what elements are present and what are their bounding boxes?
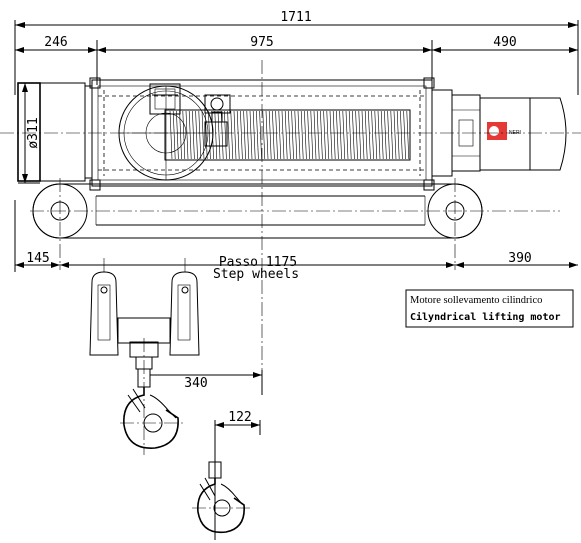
dim-left-wheel-label: 145 xyxy=(26,251,49,266)
left-wheel xyxy=(32,178,88,270)
dim-left-overhang-label: 246 xyxy=(44,35,67,50)
rope-groove xyxy=(371,110,374,160)
dimension-overall: 1711 xyxy=(14,10,579,95)
note-line-english: Cilyndrical lifting motor xyxy=(410,311,561,323)
rope-groove xyxy=(262,110,266,160)
rope-groove xyxy=(275,110,278,160)
rope-groove xyxy=(214,110,218,160)
rope-groove xyxy=(336,110,339,160)
rope-groove xyxy=(316,110,320,160)
rope-groove xyxy=(307,110,310,160)
rope-groove xyxy=(259,110,262,160)
dimension-small-hook: 122 xyxy=(214,410,261,540)
rope-groove xyxy=(393,110,397,160)
dim-small-hook-label: 122 xyxy=(228,410,251,425)
rope-groove xyxy=(192,110,195,160)
rope-groove xyxy=(339,110,342,160)
note-line-italian: Motore sollevamento cilindrico xyxy=(410,295,542,306)
rope-groove xyxy=(179,110,182,160)
wheelbase-label-it: Passo 1175 xyxy=(219,255,297,270)
rope-groove xyxy=(384,110,387,160)
rope-groove xyxy=(182,110,186,160)
dimension-row-bottom: 145 Passo 1175 Step wheels 390 xyxy=(14,200,578,282)
dim-motor-length-label: 490 xyxy=(493,35,516,50)
rope-groove xyxy=(396,110,400,160)
rope-groove xyxy=(284,110,288,160)
rope-drum xyxy=(164,109,411,161)
rope-groove xyxy=(243,110,246,160)
rope-groove xyxy=(265,110,269,160)
motor-note: Motore sollevamento cilindrico Cilyndric… xyxy=(405,289,574,328)
rope-groove xyxy=(233,110,237,160)
rope-groove xyxy=(281,110,285,160)
rope-groove xyxy=(268,110,272,160)
rope-groove xyxy=(329,110,333,160)
rope-groove xyxy=(387,110,390,160)
rope-groove xyxy=(246,110,250,160)
dimension-hook-offset: 340 xyxy=(150,370,263,395)
rope-groove xyxy=(332,110,336,160)
rope-groove xyxy=(310,110,314,160)
rope-groove xyxy=(249,110,253,160)
hook-block xyxy=(89,258,200,455)
rope-groove xyxy=(208,110,211,160)
rope-groove xyxy=(297,110,301,160)
rope-groove xyxy=(185,110,189,160)
trolley-beam xyxy=(30,183,560,239)
rope-groove xyxy=(304,110,307,160)
rope-groove xyxy=(188,110,192,160)
left-end-cap xyxy=(17,82,92,182)
wheelbase-label-en: Step wheels xyxy=(213,267,299,282)
rope-groove xyxy=(326,110,330,160)
rope-groove xyxy=(406,110,410,160)
rope-groove xyxy=(320,110,323,160)
rope-groove xyxy=(380,110,384,160)
rope-groove xyxy=(361,110,365,160)
rope-groove xyxy=(352,110,355,160)
rope-groove xyxy=(195,110,198,160)
rope-groove xyxy=(224,110,227,160)
rope-groove xyxy=(348,110,352,160)
rope-groove xyxy=(390,110,394,160)
rope-groove xyxy=(278,110,282,160)
rope-groove xyxy=(176,110,179,160)
rope-groove xyxy=(342,110,346,160)
large-hook xyxy=(120,368,185,449)
rope-groove xyxy=(240,110,243,160)
rope-groove xyxy=(217,110,221,160)
rope-groove xyxy=(230,110,234,160)
rope-groove xyxy=(288,110,291,160)
rope-groove xyxy=(358,110,362,160)
rope-groove xyxy=(355,110,358,160)
dim-drum-length-label: 975 xyxy=(250,35,273,50)
rope-groove xyxy=(313,110,317,160)
rope-groove xyxy=(374,110,378,160)
rope-groove xyxy=(169,110,173,160)
rope-groove xyxy=(227,110,230,160)
rope-groove xyxy=(294,110,298,160)
right-wheel xyxy=(427,178,483,270)
rope-groove xyxy=(252,110,256,160)
rope-groove xyxy=(201,110,205,160)
rope-groove xyxy=(300,110,304,160)
rope-groove xyxy=(272,110,275,160)
dim-hook-offset-label: 340 xyxy=(184,376,207,391)
rope-groove xyxy=(291,110,294,160)
rope-groove xyxy=(323,110,326,160)
rope-groove xyxy=(377,110,381,160)
rope-groove xyxy=(345,110,349,160)
rope-groove xyxy=(364,110,368,160)
dimension-row-top: 246 975 490 xyxy=(15,35,578,85)
rope-groove xyxy=(368,110,371,160)
rope-groove xyxy=(400,110,403,160)
rope-groove xyxy=(198,110,202,160)
rope-groove xyxy=(403,110,406,160)
rope-groove xyxy=(236,110,240,160)
dim-overall-label: 1711 xyxy=(280,10,311,25)
small-hook xyxy=(192,461,252,534)
limit-switch-box xyxy=(149,83,231,115)
rope-groove xyxy=(256,110,259,160)
dim-right-wheel-label: 390 xyxy=(508,251,531,266)
